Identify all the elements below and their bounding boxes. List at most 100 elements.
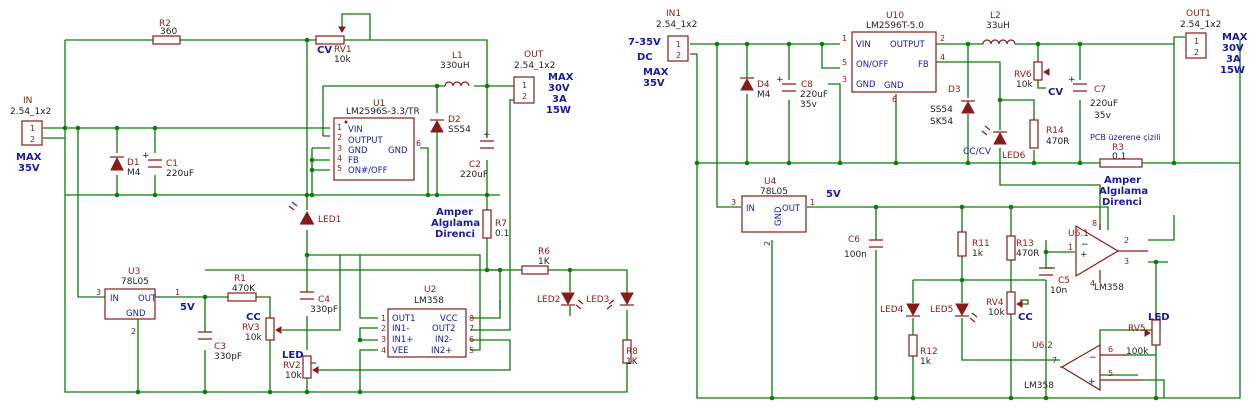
left-u3-n2: 2 xyxy=(131,327,136,336)
right-r11-value: 1k xyxy=(972,249,984,259)
right-r13-ref: R13 xyxy=(1016,239,1034,249)
right-c6-ref: C6 xyxy=(848,235,860,245)
right-in1-note1: 7-35V xyxy=(628,37,661,48)
right-u4-out: OUT xyxy=(782,204,801,214)
right-rv4: RV4 10k CC xyxy=(986,291,1033,323)
svg-text:+: + xyxy=(142,151,150,161)
right-connector-in1: 1 2 IN1 2.54_1x2 7-35V DC MAX 35V xyxy=(628,9,697,89)
left-rv1: CV RV1 10k xyxy=(315,26,352,65)
left-r1-value: 470K xyxy=(232,284,256,294)
left-r8-ref: R8 xyxy=(626,347,638,357)
right-c5: C5 10n xyxy=(1039,267,1070,296)
right-rv5-label: LED xyxy=(1148,312,1170,323)
left-out-pin1: 1 xyxy=(522,81,527,90)
right-u62-n7: 7 xyxy=(1052,356,1057,365)
right-l2-ref: L2 xyxy=(990,11,1001,21)
left-u1-num6: 6 xyxy=(416,139,421,148)
left-out-note1: MAX xyxy=(548,72,574,83)
left-out-note4: 15W xyxy=(546,105,571,116)
left-u3-value: 78L05 xyxy=(121,277,149,287)
right-led6: CC/CV LED6 xyxy=(963,125,1026,161)
left-r7-label1: Amper xyxy=(436,207,473,218)
right-r14-value: 470R xyxy=(1046,137,1069,147)
left-u2-pin-in1m: IN1- xyxy=(392,324,409,334)
left-u2-n1: 1 xyxy=(381,314,386,323)
right-u61-opamp: + − U6.1 LM358 1 2 3 4 8 xyxy=(1068,219,1148,293)
right-r3-note: PCB üzerene çizili xyxy=(1090,133,1161,142)
right-in1-note2: DC xyxy=(637,52,653,63)
left-out-note2: 30V xyxy=(548,83,570,94)
left-led3: LED3 xyxy=(586,292,634,310)
left-r6: R6 1K xyxy=(521,247,551,275)
right-l2-value: 33uH xyxy=(986,21,1010,31)
left-u2-lm358: U2 LM358 OUT1 IN1- IN1+ VEE VCC OUT2 IN2… xyxy=(381,285,474,358)
right-d3-value2: SK54 xyxy=(930,117,953,127)
left-in-pin1: 1 xyxy=(30,124,35,133)
right-rv6-label: CV xyxy=(1048,87,1063,98)
right-d3: D3 SS54 SK54 xyxy=(930,85,975,127)
left-u3-ref: U3 xyxy=(128,267,140,277)
right-u10-ref: U10 xyxy=(886,11,904,21)
left-u1-pin-gnd2: GND xyxy=(388,146,408,156)
left-c4-ref: C4 xyxy=(318,295,330,305)
right-u62-n5: 5 xyxy=(1108,369,1113,378)
left-u3-out: OUT xyxy=(138,294,157,304)
left-out-pin2: 2 xyxy=(522,92,527,101)
left-u2-n3: 3 xyxy=(381,335,386,344)
right-led6-ref: LED6 xyxy=(1002,151,1026,161)
left-u1-pin-fb: FB xyxy=(348,156,359,166)
right-c5-ref: C5 xyxy=(1058,276,1070,286)
left-c1-ref: C1 xyxy=(166,159,178,169)
left-u3-in: IN xyxy=(110,294,119,304)
left-u3-78l05: IN OUT GND U3 78L05 3 1 2 5V xyxy=(96,267,195,336)
left-u1-pin-gnd: GND xyxy=(348,146,368,156)
right-r11-ref: R11 xyxy=(972,239,990,249)
right-u10-pin-gnd: GND xyxy=(856,80,876,90)
left-c3-ref: C3 xyxy=(214,342,226,352)
right-l2: L2 33uH xyxy=(982,11,1016,45)
left-rv3-ref: RV3 xyxy=(242,323,260,333)
left-led3-ref: LED3 xyxy=(586,295,609,305)
right-u62-value: LM358 xyxy=(1024,381,1054,391)
left-u2-pin-in1p: IN1+ xyxy=(392,335,413,345)
left-in-note1: MAX xyxy=(16,152,42,163)
left-r8: R8 1K xyxy=(622,339,639,367)
right-r3-value: 0.1 xyxy=(1112,152,1126,162)
left-rv1-ref: RV1 xyxy=(334,45,352,55)
left-u1-num2: 2 xyxy=(337,133,342,142)
left-u3-5v: 5V xyxy=(180,302,195,313)
right-d4: D4 M4 xyxy=(740,77,771,100)
left-in-pin2: 2 xyxy=(30,135,35,144)
right-led5-ref: LED5 xyxy=(930,305,953,315)
right-in1-note4: 35V xyxy=(643,78,665,89)
left-u2-n7: 7 xyxy=(469,324,474,333)
svg-text:+: + xyxy=(1080,250,1088,260)
right-d4-ref: D4 xyxy=(757,80,770,90)
svg-text:+: + xyxy=(776,75,784,85)
left-r6-value: 1K xyxy=(538,257,551,267)
right-rv6-ref: RV6 xyxy=(1014,70,1032,80)
right-r12: R12 1k xyxy=(908,334,938,367)
right-u61-n2: 2 xyxy=(1124,236,1129,245)
right-u10-pin-fb: FB xyxy=(918,60,929,70)
right-connector-out1: 1 2 OUT1 2.54_1x2 MAX 30V 3A 15W xyxy=(1180,9,1248,76)
left-d1-ref: D1 xyxy=(127,158,140,168)
left-u2-value: LM358 xyxy=(414,296,444,306)
right-r12-value: 1k xyxy=(920,357,932,367)
right-r3-ref: R3 xyxy=(1112,143,1124,153)
left-u2-pin-vee: VEE xyxy=(392,346,409,356)
left-in-ref: IN xyxy=(23,96,32,106)
right-rv6-value: 10k xyxy=(1016,80,1033,90)
right-r11: R11 1k xyxy=(957,231,990,259)
svg-text:+: + xyxy=(483,130,491,140)
right-u10-n6: 6 xyxy=(892,95,897,104)
left-u1-value: LM2596S-3.3/TR xyxy=(346,107,420,117)
right-led6-label: CC/CV xyxy=(963,147,992,157)
right-u4-n2: 2 xyxy=(763,241,772,246)
left-c4-value: 330pF xyxy=(310,305,338,315)
right-u61-n8: 8 xyxy=(1092,219,1097,228)
right-c8-voltage: 35v xyxy=(800,100,817,110)
right-in1-ref: IN1 xyxy=(666,9,681,19)
left-c1-value: 220uF xyxy=(166,169,194,179)
left-r7: R7 0.1 Amper Algılama Direnci xyxy=(431,207,509,240)
